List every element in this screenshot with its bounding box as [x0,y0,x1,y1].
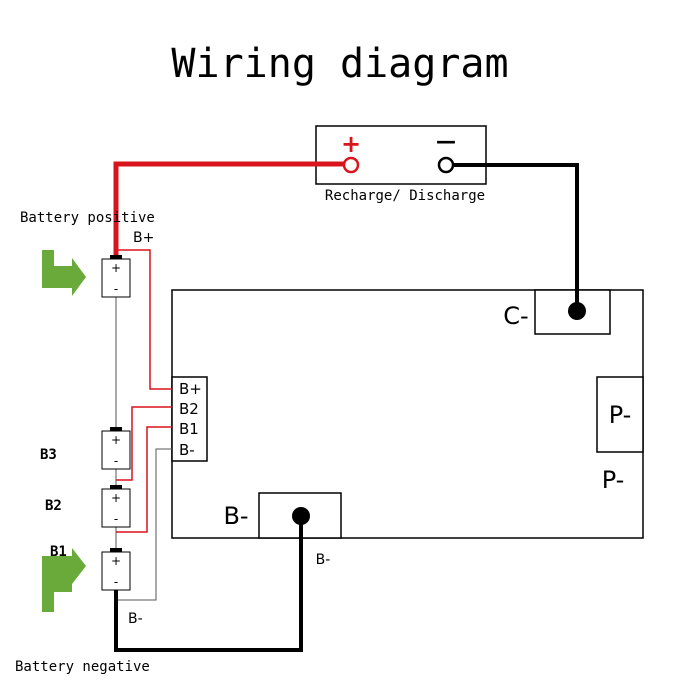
b-minus-bottom-label: B- [128,611,143,627]
b-minus-solder-point [292,507,310,525]
cell-plus-sign: + [111,261,121,275]
cell-minus-sign: - [114,575,118,589]
c-minus-label: C- [503,302,528,330]
battery-cell-b3: + - [101,427,131,470]
connector-label-b1: B1 [179,420,199,438]
negative-terminal [437,156,455,174]
b-minus-main-wire [114,516,303,652]
battery-cell-b2: + - [101,485,131,528]
connector-label-b-plus: B+ [179,380,202,398]
cell-plus-sign: + [111,491,121,505]
c-minus-solder-point [568,302,586,320]
balance-wire-b1 [116,426,172,533]
cell-plus-sign: + [111,554,121,568]
b3-label: B3 [40,447,57,463]
battery-positive-label: Battery positive [20,210,155,226]
cell-plus-sign: + [111,433,121,447]
balance-connector [171,376,208,462]
connector-label-b-minus: B- [179,441,195,459]
b1-label: B1 [50,544,67,560]
c-minus-main-wire [453,163,579,310]
b2-label: B2 [45,498,62,514]
battery-negative-label: Battery negative [15,659,150,675]
b-plus-top-label: B+ [133,230,154,246]
battery-negative-arrow-icon [42,548,86,612]
battery-cell-b1: + - [101,548,131,591]
terminal-minus-symbol: — [436,129,456,153]
connector-label-b2: B2 [179,400,199,418]
balance-wire-b2 [116,406,172,481]
p-minus-pad-label: P- [609,401,632,429]
terminal-box [315,125,487,185]
terminal-box-label: Recharge/ Discharge [325,188,485,204]
cell-minus-sign: - [114,454,118,468]
battery-positive-arrow-icon [42,250,86,296]
battery-cell-top: + - [101,255,131,298]
b-minus-pad-label: B- [223,502,248,530]
p-minus-outside-label: P- [602,466,625,494]
p-minus-pad [596,376,644,453]
balance-wire-b-plus [116,249,172,390]
cell-minus-sign: - [114,282,118,296]
balance-wire-b-minus [116,448,172,601]
positive-main-wire [113,161,344,258]
page-title: Wiring diagram [171,41,508,87]
positive-terminal [342,156,360,174]
cell-minus-sign: - [114,512,118,526]
terminal-plus-symbol: + [341,130,361,158]
b-minus-under-pad-label: B- [316,552,331,568]
